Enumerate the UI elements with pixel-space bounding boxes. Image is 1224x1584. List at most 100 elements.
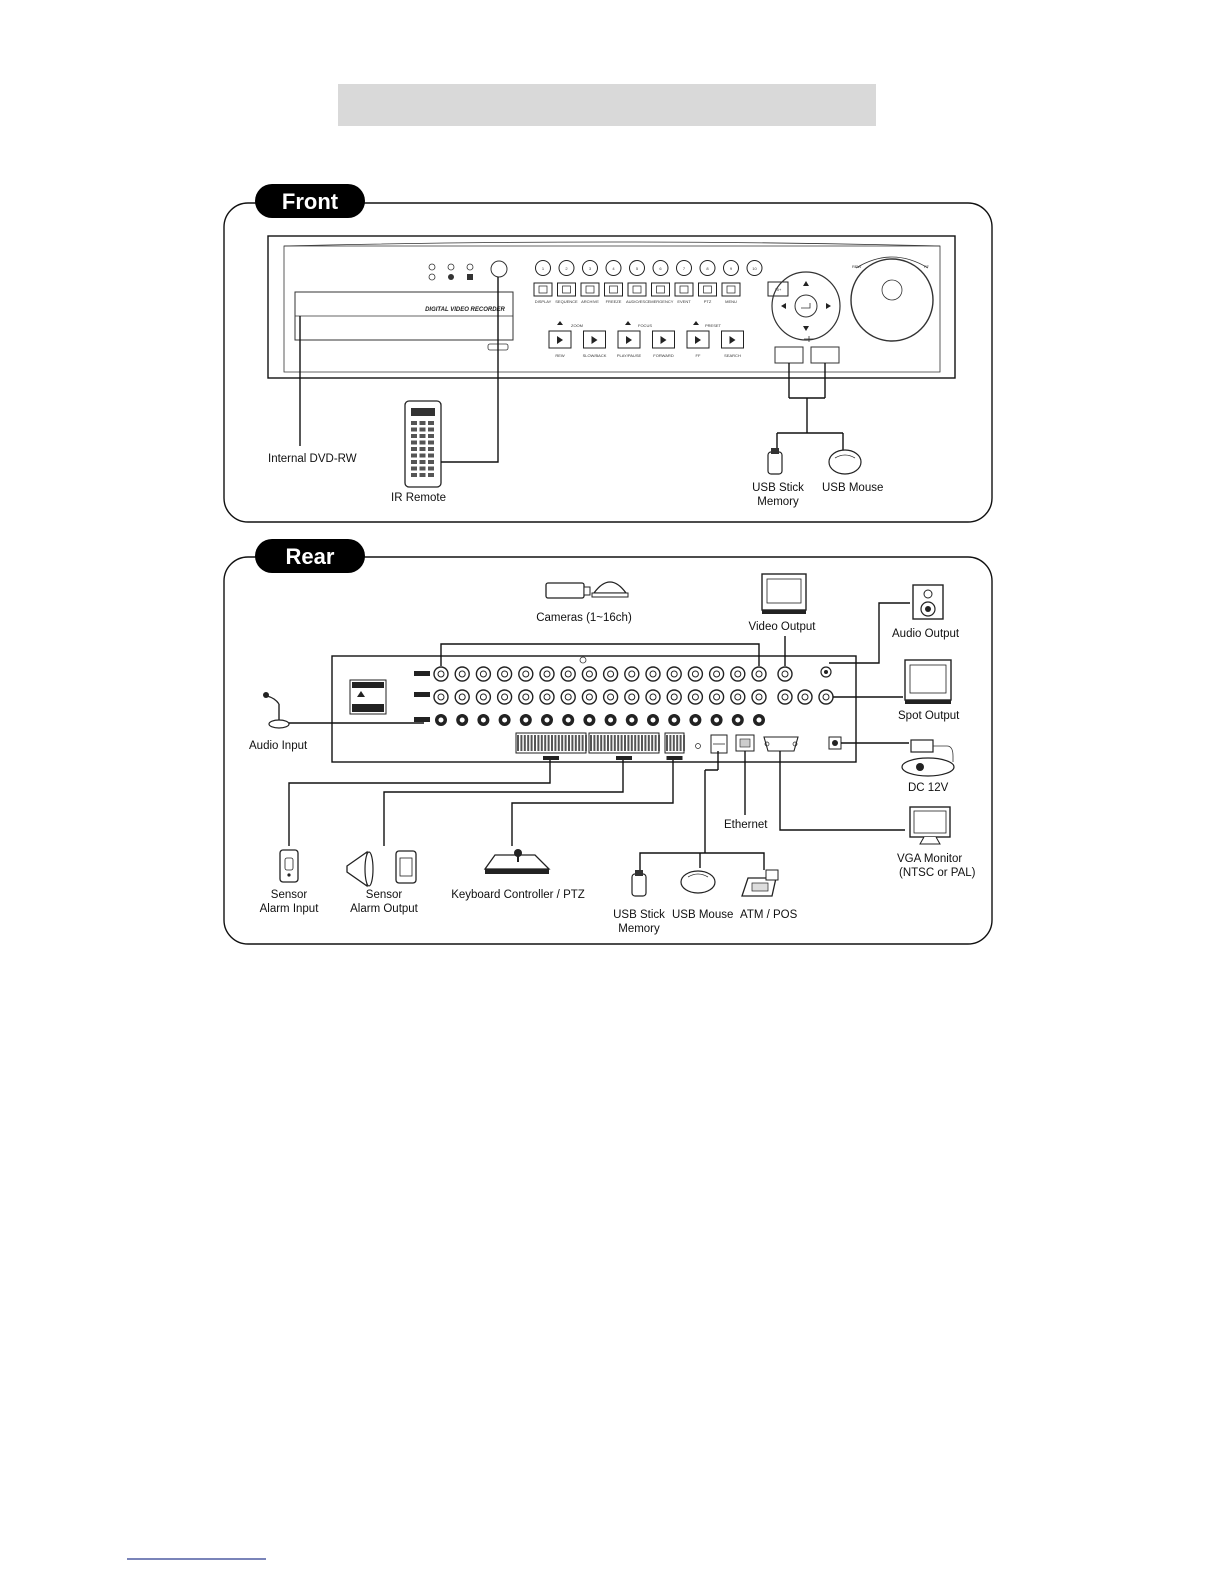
function-label: DISPLAY	[535, 299, 552, 304]
dome-camera-icon	[592, 581, 628, 594]
function-button: FREEZE	[604, 282, 623, 304]
channel-button-2: 2	[558, 260, 575, 276]
ethernet-callout: Ethernet	[724, 819, 768, 831]
box-camera-icon	[545, 582, 585, 599]
rear-tab	[255, 539, 365, 573]
transport-button: FORWARD	[652, 330, 675, 358]
strobe-icon	[395, 850, 417, 884]
function-button: MENU	[721, 282, 741, 304]
speaker-icon	[912, 584, 944, 620]
sensor-in-line1: Sensor	[271, 889, 308, 901]
function-label: EVENT	[677, 299, 691, 304]
right-arrow-icon	[826, 303, 831, 309]
channel-label: 5	[636, 266, 639, 271]
terminal-blocks	[515, 732, 685, 760]
cameras-callout-line	[440, 643, 760, 666]
transport-button: PLAY/PAUSE	[617, 330, 642, 358]
atm-callout: ATM / POS	[740, 909, 798, 921]
sensor-in-line2: Alarm Input	[260, 903, 320, 915]
audio-output-jack	[820, 666, 832, 678]
sensor-out-line2: Alarm Output	[350, 903, 419, 915]
channel-label: 7	[683, 266, 686, 271]
rear-section: Rear	[223, 539, 993, 945]
rear-usb-lines	[639, 751, 765, 870]
record-icon	[448, 274, 454, 280]
channel-label: 10	[752, 266, 757, 271]
spot-output-2-bnc	[797, 689, 813, 705]
function-label: AUDIO/ESC	[626, 299, 648, 304]
channel-button-9: 9	[723, 260, 739, 276]
function-button: EVENT	[674, 282, 694, 304]
cameras-callout: Cameras (1~16ch)	[536, 612, 632, 624]
jog-ff-label: FF	[924, 264, 929, 269]
remote-callout: IR Remote	[391, 492, 446, 504]
transport-label: SLOW/BACK	[583, 353, 607, 358]
channel-button-5: 5	[629, 260, 645, 276]
transport-label: FF	[696, 353, 701, 358]
enter-icon	[801, 303, 811, 309]
device-label: DIGITAL VIDEO RECORDER	[425, 307, 505, 313]
vga-monitor-icon	[909, 806, 951, 845]
function-label: FREEZE	[606, 299, 622, 304]
channel-button-1: 1	[535, 260, 551, 276]
video-output-callout: Video Output	[749, 621, 817, 633]
function-button: DISPLAY	[533, 282, 553, 304]
spot-monitor-icon	[904, 659, 952, 704]
camera-icons	[545, 581, 629, 599]
sensor-out-line	[383, 760, 624, 846]
rear-usb-stick-icon	[631, 870, 647, 897]
front-frame	[223, 202, 993, 523]
function-button: ARCHIVE	[580, 282, 600, 304]
video-monitor-icon	[761, 573, 807, 614]
function-button: PTZ	[698, 282, 717, 304]
audio-output-line	[829, 602, 910, 664]
power-led	[428, 263, 436, 271]
ir-remote	[404, 400, 442, 488]
function-button: AUDIO/ESC	[626, 282, 648, 304]
front-usb-mouse: USB Mouse	[822, 482, 883, 494]
direction-pad	[771, 271, 841, 341]
audio-output-callout: Audio Output	[892, 628, 960, 640]
front-tab-label: Front	[282, 189, 339, 214]
transport-button: REW	[548, 330, 572, 358]
network-led	[466, 263, 474, 271]
channel-button-8: 8	[699, 260, 716, 276]
jog-shuttle: REW FF	[850, 256, 934, 342]
channel-button-10: 10	[746, 260, 763, 276]
rear-frame	[223, 556, 993, 945]
rear-usb-mouse-icon	[680, 870, 716, 894]
spot-output-1-bnc	[777, 689, 793, 705]
vga-callout-line1: VGA Monitor	[897, 853, 962, 865]
channel-label: 10+	[775, 287, 782, 292]
channel-button-3: 3	[582, 260, 598, 276]
transport-label: SEARCH	[724, 353, 741, 358]
function-button: SEQUENCE	[555, 282, 578, 304]
function-label: ARCHIVE	[581, 299, 599, 304]
function-label: EMERGENCY	[648, 299, 674, 304]
dvd-callout: Internal DVD-RW	[268, 453, 357, 465]
down-arrow-icon	[803, 326, 809, 331]
usb-mouse-icon	[828, 449, 862, 475]
channel-button-7: 7	[676, 260, 692, 276]
vga-port	[763, 736, 799, 752]
transport-label: PLAY/PAUSE	[617, 353, 642, 358]
transport-label: FORWARD	[653, 353, 674, 358]
remote-callout-line	[441, 277, 499, 463]
sensor-output-icon	[346, 850, 417, 888]
ir-receiver	[490, 260, 508, 278]
front-usb-stick-line1: USB Stick	[752, 482, 804, 494]
vga-line	[779, 751, 905, 831]
rear-usb-mouse: USB Mouse	[672, 909, 733, 921]
keyboard-line	[511, 760, 674, 846]
usb-icon	[804, 336, 814, 342]
transport-label: REW	[555, 353, 565, 358]
channel-label: 4	[612, 266, 615, 271]
function-label: PTZ	[704, 299, 712, 304]
dvr-rear-unit	[331, 655, 857, 763]
